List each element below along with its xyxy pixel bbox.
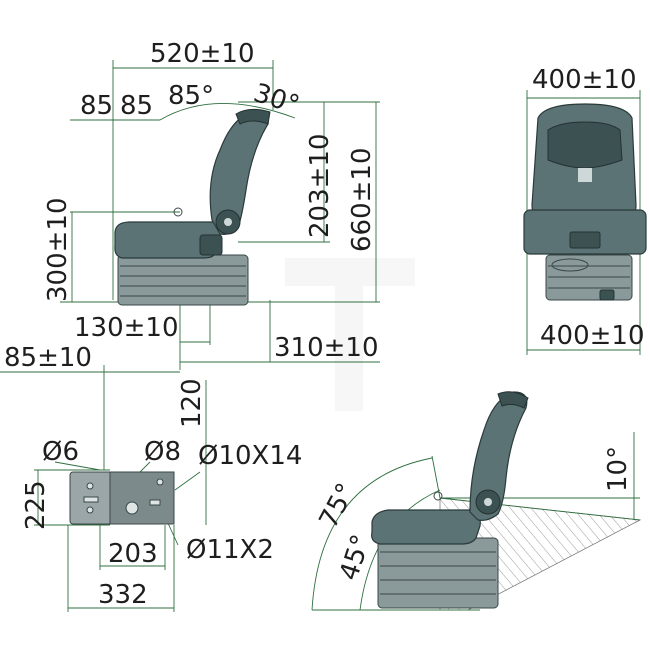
- hole-a-label: Ø6: [42, 437, 79, 467]
- backrest-height-label: 203±10: [305, 134, 335, 239]
- front-view: 400±10 400±10: [523, 65, 647, 355]
- side-view: 520±10 85° 30° 85 85 203±10 660±10 300±1…: [43, 39, 380, 370]
- total-height-label: 660±10: [347, 148, 377, 253]
- slot-b-label: Ø11X2: [186, 535, 274, 565]
- plate-offset-label: 85±10: [4, 343, 92, 373]
- plate-height-label: 225: [21, 480, 51, 530]
- slot-label: Ø10X14: [198, 441, 302, 471]
- back-angle-label: 85°: [168, 81, 214, 111]
- tilt-view: 75° 45° 10°: [311, 391, 642, 611]
- seat-tilt-illustration: [371, 391, 529, 609]
- offset-b-label: 85: [120, 91, 153, 121]
- tilt-angle-a-label: 75°: [314, 479, 362, 534]
- width-dimension-label: 520±10: [150, 39, 255, 69]
- hole-b-label: Ø8: [144, 437, 181, 467]
- base-plate-illustration: [69, 471, 175, 525]
- plate-outer-width-label: 332: [98, 580, 148, 610]
- seat-side-illustration: [114, 108, 271, 306]
- tilt-angle-b-label: 45°: [334, 531, 377, 584]
- plate-spacing-label: 120: [177, 378, 207, 428]
- plate-inner-width-label: 203: [108, 539, 158, 569]
- watermark-logo: [285, 258, 415, 411]
- front-top-width-label: 400±10: [532, 65, 637, 95]
- seat-height-label: 300±10: [43, 198, 73, 303]
- tilt-angle-c-label: 10°: [603, 446, 633, 492]
- front-bottom-width-label: 400±10: [540, 321, 645, 351]
- seat-depth-label: 130±10: [74, 313, 179, 343]
- offset-a-label: 85: [80, 91, 113, 121]
- travel-label: 310±10: [274, 333, 379, 363]
- base-plate-view: 85±10 120 Ø6 Ø8 Ø10X14 225 203 Ø11X2 332: [0, 343, 302, 612]
- seat-front-illustration: [523, 103, 647, 301]
